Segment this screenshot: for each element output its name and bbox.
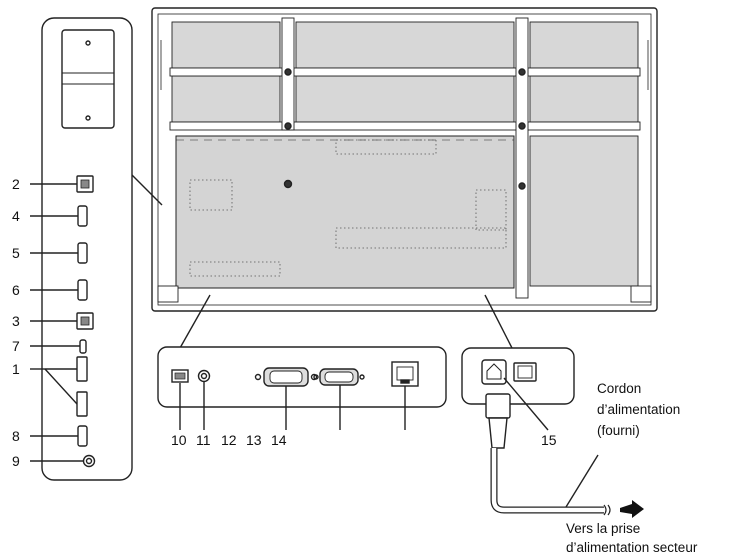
label-3: 3 <box>12 313 20 329</box>
label-9: 9 <box>12 453 20 469</box>
label-4: 4 <box>12 208 20 224</box>
label-13: 13 <box>246 432 262 448</box>
power-cord-caption-line1: Cordon <box>597 381 642 396</box>
label-6: 6 <box>12 282 20 298</box>
label-7: 7 <box>12 338 20 354</box>
power-cord-caption-line2: d’alimentation <box>597 402 681 417</box>
label-5: 5 <box>12 245 20 261</box>
power-cord-caption-line3: (fourni) <box>597 423 640 438</box>
label-1: 1 <box>12 361 20 377</box>
label-11: 11 <box>196 432 211 448</box>
power-cord <box>485 393 644 518</box>
side-terminal-panel <box>41 17 133 481</box>
label-15: 15 <box>541 432 557 448</box>
label-14: 14 <box>271 432 287 448</box>
bottom-terminal-panel <box>157 346 447 430</box>
label-2: 2 <box>12 176 20 192</box>
outlet-caption-line2: d’alimentation secteur <box>566 540 698 555</box>
label-8: 8 <box>12 428 20 444</box>
label-10: 10 <box>171 432 187 448</box>
outlet-caption-line1: Vers la prise <box>566 521 641 536</box>
monitor-back <box>151 7 658 312</box>
label-12: 12 <box>221 432 237 448</box>
power-inlet-panel <box>461 347 575 431</box>
